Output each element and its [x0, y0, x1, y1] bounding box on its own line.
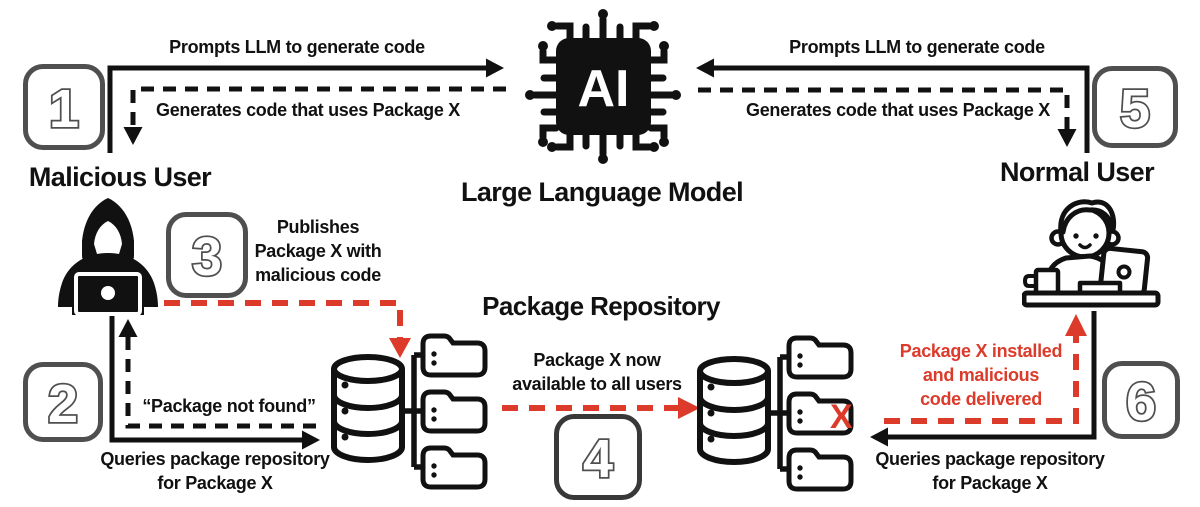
- malicious-user-title: Malicious User: [28, 162, 212, 193]
- malicious-package-x-marker: X: [830, 398, 853, 436]
- folder-icon: [420, 333, 488, 378]
- label-line: and malicious: [922, 364, 1040, 385]
- package-not-found-label: “Package not found”: [142, 395, 316, 419]
- arrow-normal-prompts-llm: [696, 58, 1090, 153]
- step-number: 3: [192, 227, 222, 287]
- publish-package-label: Publishes Package X with malicious code: [255, 216, 382, 288]
- label-line: Prompts LLM to generate code: [169, 37, 425, 57]
- label-line: Queries package repository: [100, 449, 330, 469]
- title-text: Package Repository: [482, 291, 720, 321]
- normal-user-title: Normal User: [1000, 157, 1155, 188]
- arrow-package-not-found: [118, 319, 316, 429]
- step-badge-5: 5: [1092, 66, 1178, 148]
- package-repository-title: Package Repository: [482, 292, 720, 321]
- user-at-laptop-icon: [1022, 199, 1161, 308]
- malicious-code-delivered-label: Package X installed and malicious code d…: [899, 340, 1063, 412]
- step-number: 4: [583, 429, 613, 489]
- step-badge-3: 3: [166, 212, 248, 298]
- label-line: for Package X: [932, 472, 1048, 493]
- arrow-normal-queries-repo: [870, 311, 1097, 447]
- arrow-malicious-code-delivered: [884, 314, 1087, 424]
- arrow-llm-generates-code-left: [123, 86, 506, 145]
- queries-repo-label-left: Queries package repository for Package X: [100, 448, 330, 496]
- label-line: Package X installed: [899, 341, 1063, 361]
- title-text: Malicious User: [28, 162, 212, 192]
- label-line: Package X now: [533, 350, 661, 370]
- tree-connector: [768, 354, 788, 472]
- folder-icon: [786, 335, 854, 380]
- step-badge-6: 6: [1102, 361, 1180, 439]
- prompts-llm-label-left: Prompts LLM to generate code: [169, 36, 425, 60]
- package-available-label: Package X now available to all users: [512, 349, 682, 397]
- tree-connector: [402, 352, 422, 470]
- generates-code-label-left: Generates code that uses Package X: [156, 99, 460, 123]
- arrow-publish-package: [164, 300, 411, 358]
- step-number: 2: [48, 374, 78, 434]
- package-repo-right-icon: X: [697, 335, 854, 492]
- step-badge-1: 1: [23, 64, 105, 150]
- step-number: 1: [49, 79, 79, 139]
- label-line: “Package not found”: [142, 396, 316, 416]
- database-icon: [697, 356, 771, 465]
- llm-title: Large Language Model: [460, 177, 744, 208]
- database-icon: [331, 354, 405, 463]
- folder-icon: [786, 447, 854, 492]
- folder-icon: [420, 389, 488, 434]
- label-line: available to all users: [512, 373, 682, 394]
- prompts-llm-label-right: Prompts LLM to generate code: [789, 36, 1045, 60]
- label-line: for Package X: [157, 472, 273, 493]
- hacker-icon: [58, 198, 158, 316]
- step-badge-4: 4: [554, 414, 642, 500]
- label-line: Generates code that uses Package X: [746, 100, 1050, 120]
- arrow-llm-generates-code-right: [698, 87, 1077, 147]
- arrow-malicious-queries-repo: [109, 314, 320, 450]
- label-line: Publishes: [276, 217, 360, 237]
- package-repo-left-icon: [331, 333, 488, 490]
- title-text: Large Language Model: [460, 177, 744, 207]
- step-number: 5: [1120, 79, 1150, 139]
- folder-icon: [420, 445, 488, 490]
- label-line: Generates code that uses Package X: [156, 100, 460, 120]
- step-badge-2: 2: [23, 362, 103, 442]
- generates-code-label-right: Generates code that uses Package X: [746, 99, 1050, 123]
- infected-folder-icon: X: [786, 391, 854, 436]
- label-line: Queries package repository: [875, 449, 1105, 469]
- label-line: code delivered: [920, 388, 1042, 409]
- step-number: 6: [1126, 372, 1156, 432]
- label-line: Prompts LLM to generate code: [789, 37, 1045, 57]
- queries-repo-label-right: Queries package repository for Package X: [875, 448, 1105, 496]
- title-text: Normal User: [1000, 157, 1155, 187]
- arrow-package-available: [502, 397, 700, 419]
- ai-chip-icon: AI: [525, 9, 681, 164]
- arrow-malicious-prompts-llm: [107, 58, 504, 153]
- chip-label: AI: [578, 60, 630, 118]
- label-line: Package X with: [254, 240, 382, 261]
- label-line: malicious code: [255, 264, 381, 285]
